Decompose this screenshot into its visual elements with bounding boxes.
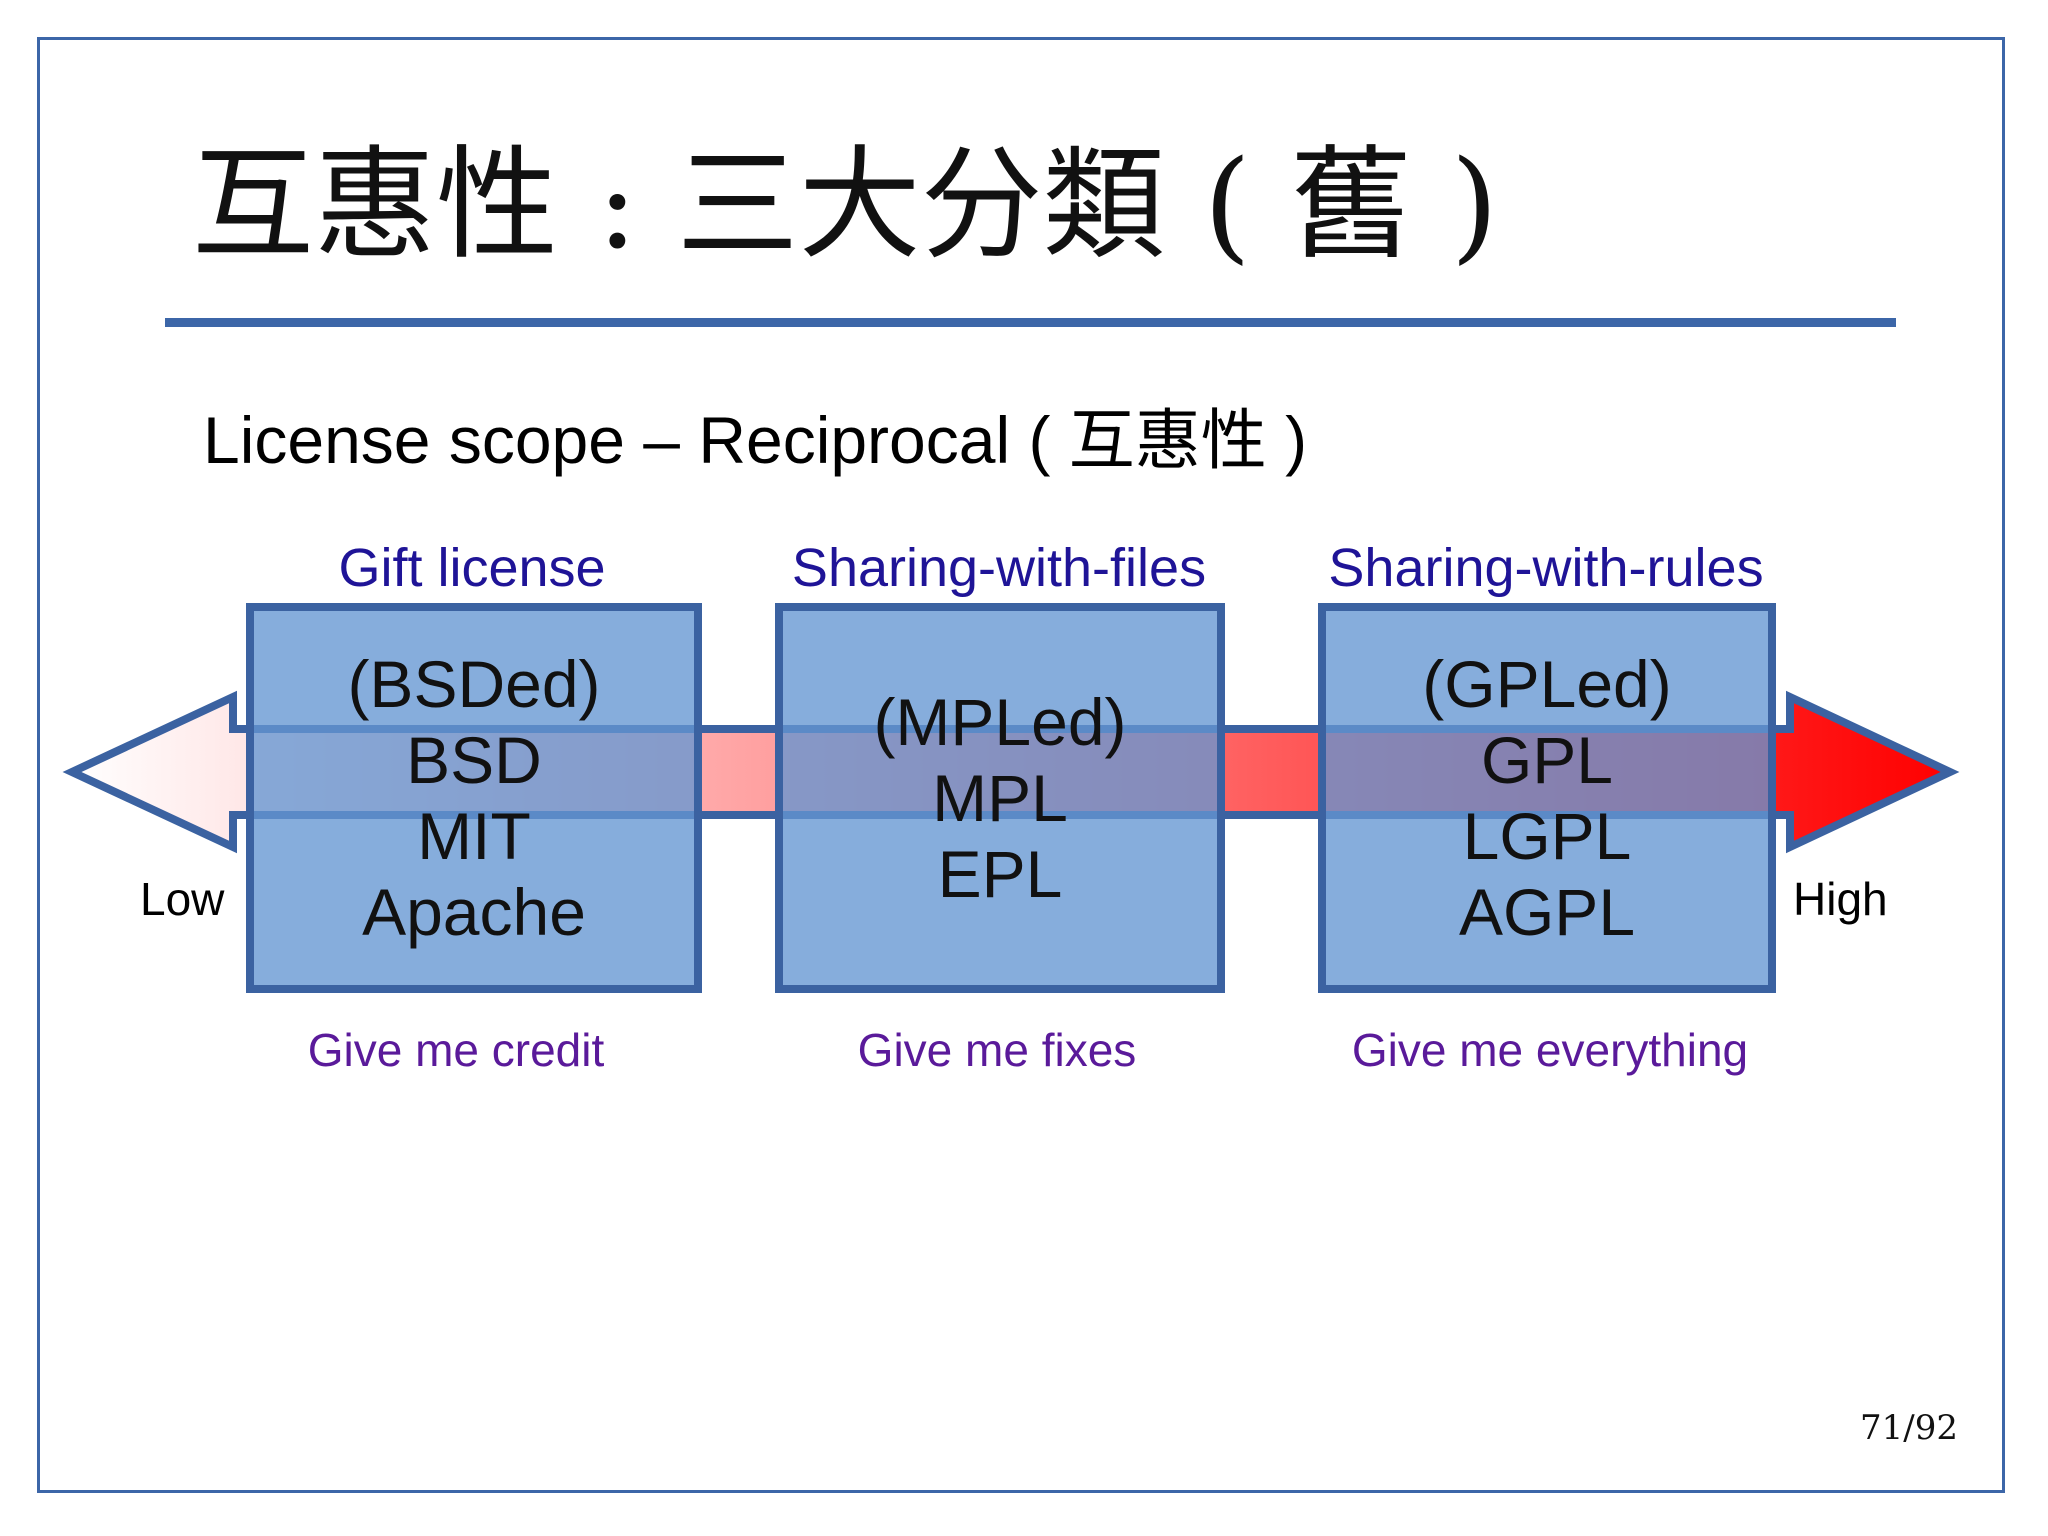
slide-title: 互惠性 : 三大分類 ( 舊 ) — [192, 134, 1499, 276]
license-line: BSD — [406, 723, 542, 797]
license-line: EPL — [937, 837, 1063, 911]
license-line: AGPL — [1458, 875, 1636, 949]
license-line: Apache — [362, 875, 586, 949]
subtitle-prefix: License scope – Reciprocal ( — [203, 403, 1069, 477]
license-line: GPL — [1480, 723, 1614, 797]
category-tagline-files: Give me fixes — [857, 1024, 1137, 1076]
category-box-gift: (BSDed) BSD MIT Apache — [246, 603, 702, 993]
category-box-rules: (GPLed) GPL LGPL AGPL — [1318, 603, 1776, 993]
license-line: (MPLed) — [873, 685, 1127, 759]
subtitle-suffix: ) — [1266, 403, 1308, 477]
page-number: 71/92 — [1860, 1408, 1958, 1448]
low-label: Low — [140, 873, 225, 925]
category-heading-rules: Sharing-with-rules — [1328, 538, 1764, 598]
category-heading-gift: Gift license — [338, 538, 606, 598]
license-line: LGPL — [1462, 799, 1632, 873]
slide-frame — [37, 37, 2005, 1493]
high-label: High — [1793, 873, 1888, 925]
subtitle-cjk: 互惠性 — [1068, 402, 1267, 479]
slide-subtitle: License scope – Reciprocal ( 互惠性 ) — [203, 400, 1307, 481]
category-tagline-rules: Give me everything — [1351, 1024, 1749, 1076]
license-line: (GPLed) — [1422, 647, 1672, 721]
license-line: (BSDed) — [347, 647, 601, 721]
license-line: MPL — [932, 761, 1068, 835]
title-underline — [165, 318, 1896, 327]
category-box-files: (MPLed) MPL EPL — [775, 603, 1225, 993]
license-line: MIT — [417, 799, 531, 873]
category-tagline-gift: Give me credit — [307, 1024, 605, 1076]
category-heading-files: Sharing-with-files — [791, 538, 1207, 598]
